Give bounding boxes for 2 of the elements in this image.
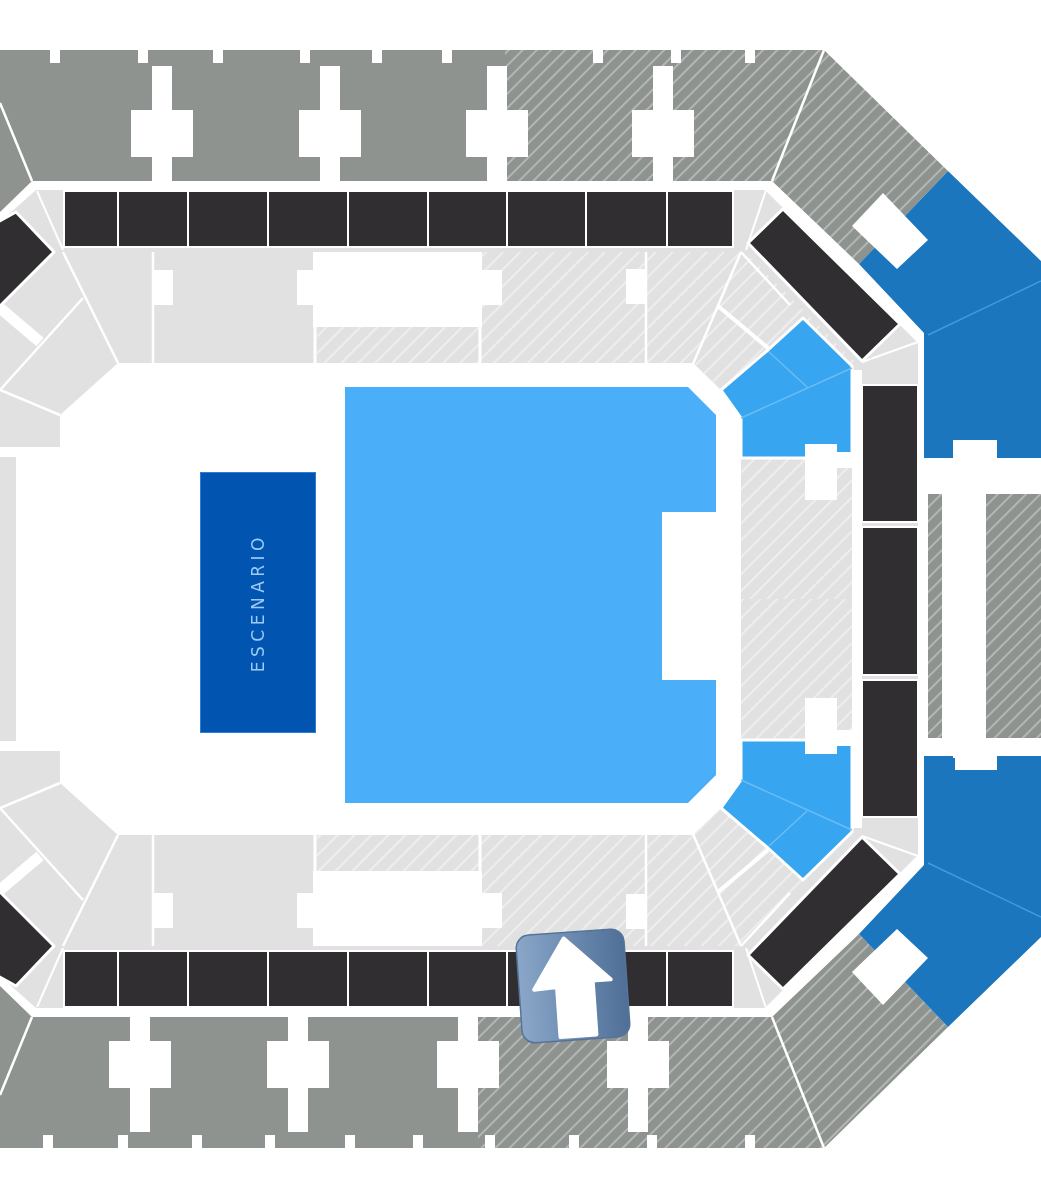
stage-label: ESCENARIO: [249, 532, 267, 673]
stage-box: [200, 472, 316, 733]
